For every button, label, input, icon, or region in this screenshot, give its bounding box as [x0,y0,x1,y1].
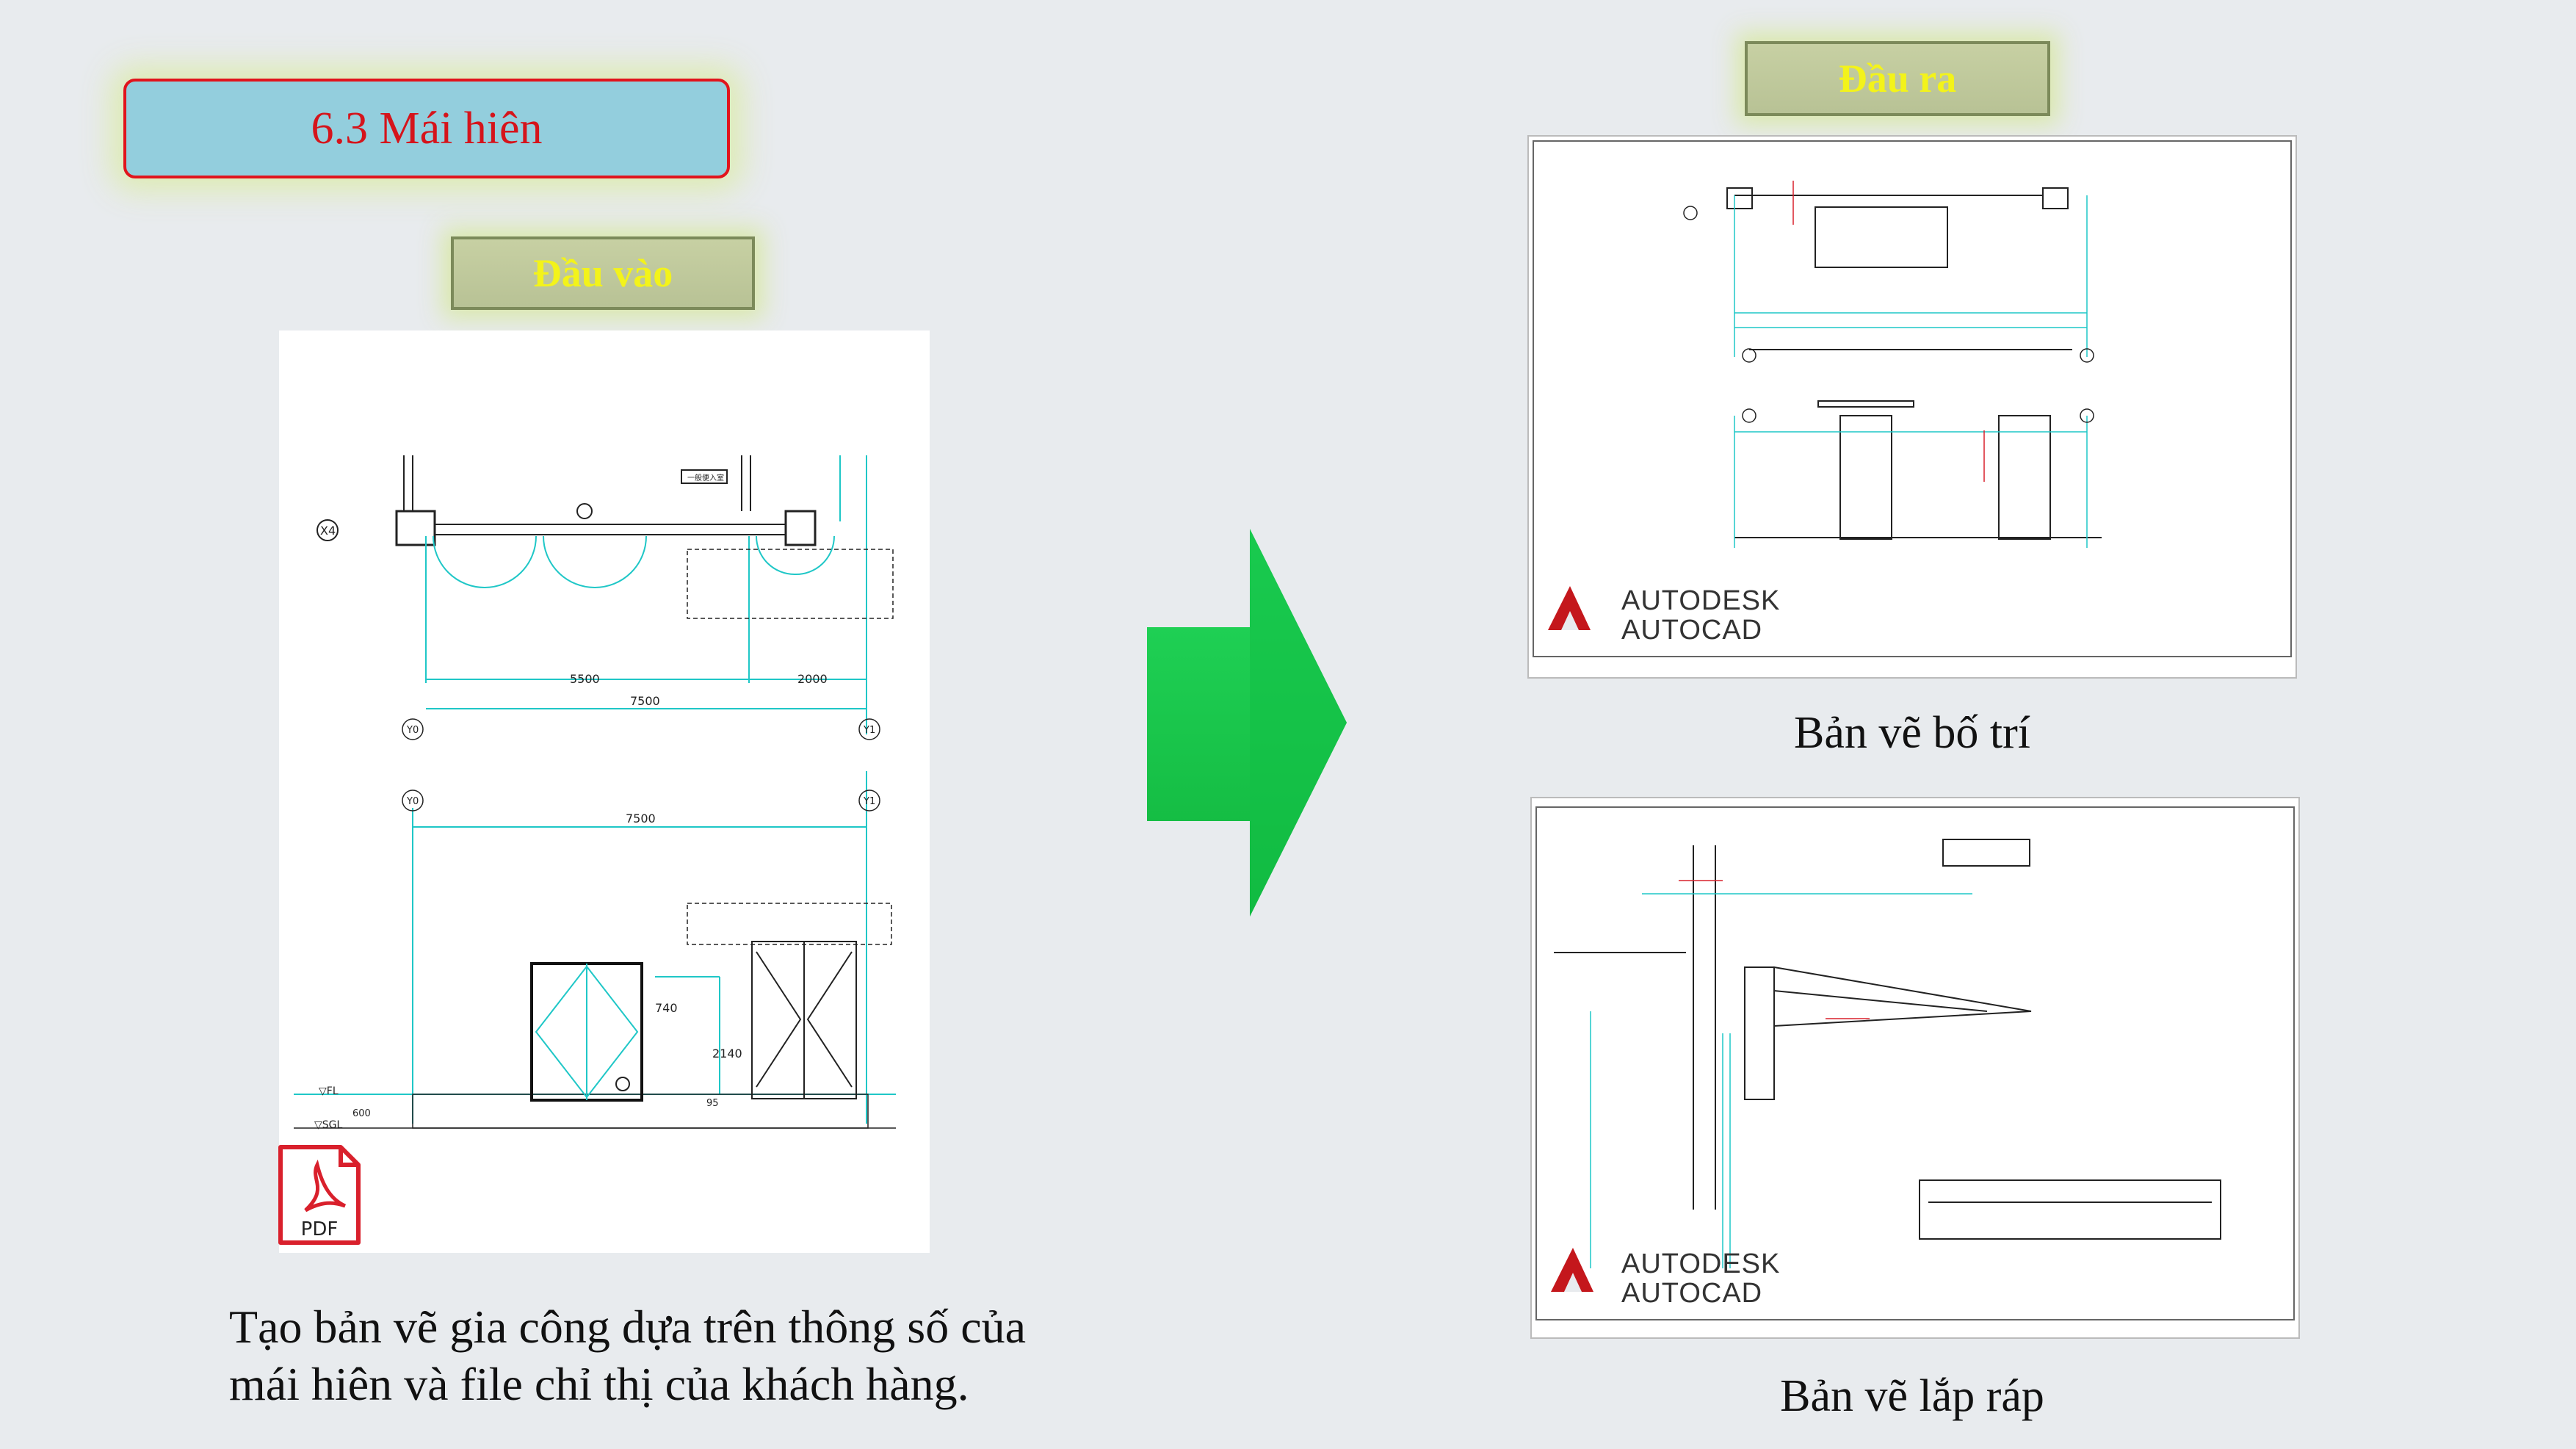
arrow-right-icon [1147,529,1347,917]
autocad-brand-1: AUTODESK AUTOCAD [1621,586,1780,645]
autocad-brand-1-line2: AUTOCAD [1621,615,1763,646]
grid-label-x4: X4 [320,524,336,538]
dim-7500-elev: 7500 [626,812,656,825]
assembly-drawing-caption: Bản vẽ lắp ráp [1780,1371,2044,1421]
grid-label-y1-a: Y1 [863,725,875,736]
assembly-drawing-sheet[interactable]: AUTODESK AUTOCAD [1530,797,2300,1339]
pdf-file-icon: PDF [276,1143,363,1247]
output-tag: Đầu ra [1745,41,2050,116]
input-drawing-sheet[interactable]: X4 5500 2000 7500 7500 一般便入室 740 2140 ▽F… [279,330,930,1253]
autocad-brand-2-line2: AUTOCAD [1621,1278,1763,1309]
input-caption-line1: Tạo bản vẽ gia công dựa trên thông số củ… [229,1301,1026,1353]
layout-drawing-caption: Bản vẽ bố trí [1794,708,2030,758]
assembly-drawing [1535,806,2295,1320]
dim-600: 600 [352,1108,371,1119]
output-tag-label: Đầu ra [1838,57,1957,101]
dim-2140: 2140 [712,1047,742,1060]
room-label: 一般便入室 [687,473,724,483]
dim-2000: 2000 [797,672,828,686]
input-caption: Tạo bản vẽ gia công dựa trên thông số củ… [229,1298,1110,1413]
layout-drawing [1533,140,2292,657]
autocad-brand-2: AUTODESK AUTOCAD [1621,1249,1780,1308]
input-tag-label: Đầu vào [532,251,673,295]
layout-drawing-sheet[interactable]: AUTODESK AUTOCAD [1527,135,2297,679]
autocad-brand-1-line1: AUTODESK [1621,585,1781,616]
section-title-text: 6.3 Mái hiên [311,103,543,153]
input-tag: Đầu vào [451,236,755,310]
input-drawing: X4 5500 2000 7500 7500 一般便入室 740 2140 ▽F… [294,455,896,1131]
dim-5500: 5500 [570,672,600,686]
input-caption-line2: mái hiên và file chỉ thị của khách hàng. [229,1358,969,1410]
dim-7500-plan: 7500 [630,694,660,708]
grid-label-y0-a: Y0 [406,725,419,736]
pdf-badge-text: PDF [301,1218,339,1240]
dim-95: 95 [706,1098,719,1109]
grid-label-y0-b: Y0 [406,796,419,807]
level-sgl: ▽SGL [314,1119,343,1131]
section-title: 6.3 Mái hiên [123,79,730,178]
grid-label-y1-b: Y1 [863,796,875,807]
level-fl: ▽FL [319,1085,339,1097]
autocad-brand-2-line1: AUTODESK [1621,1249,1781,1279]
dim-740: 740 [655,1001,678,1015]
